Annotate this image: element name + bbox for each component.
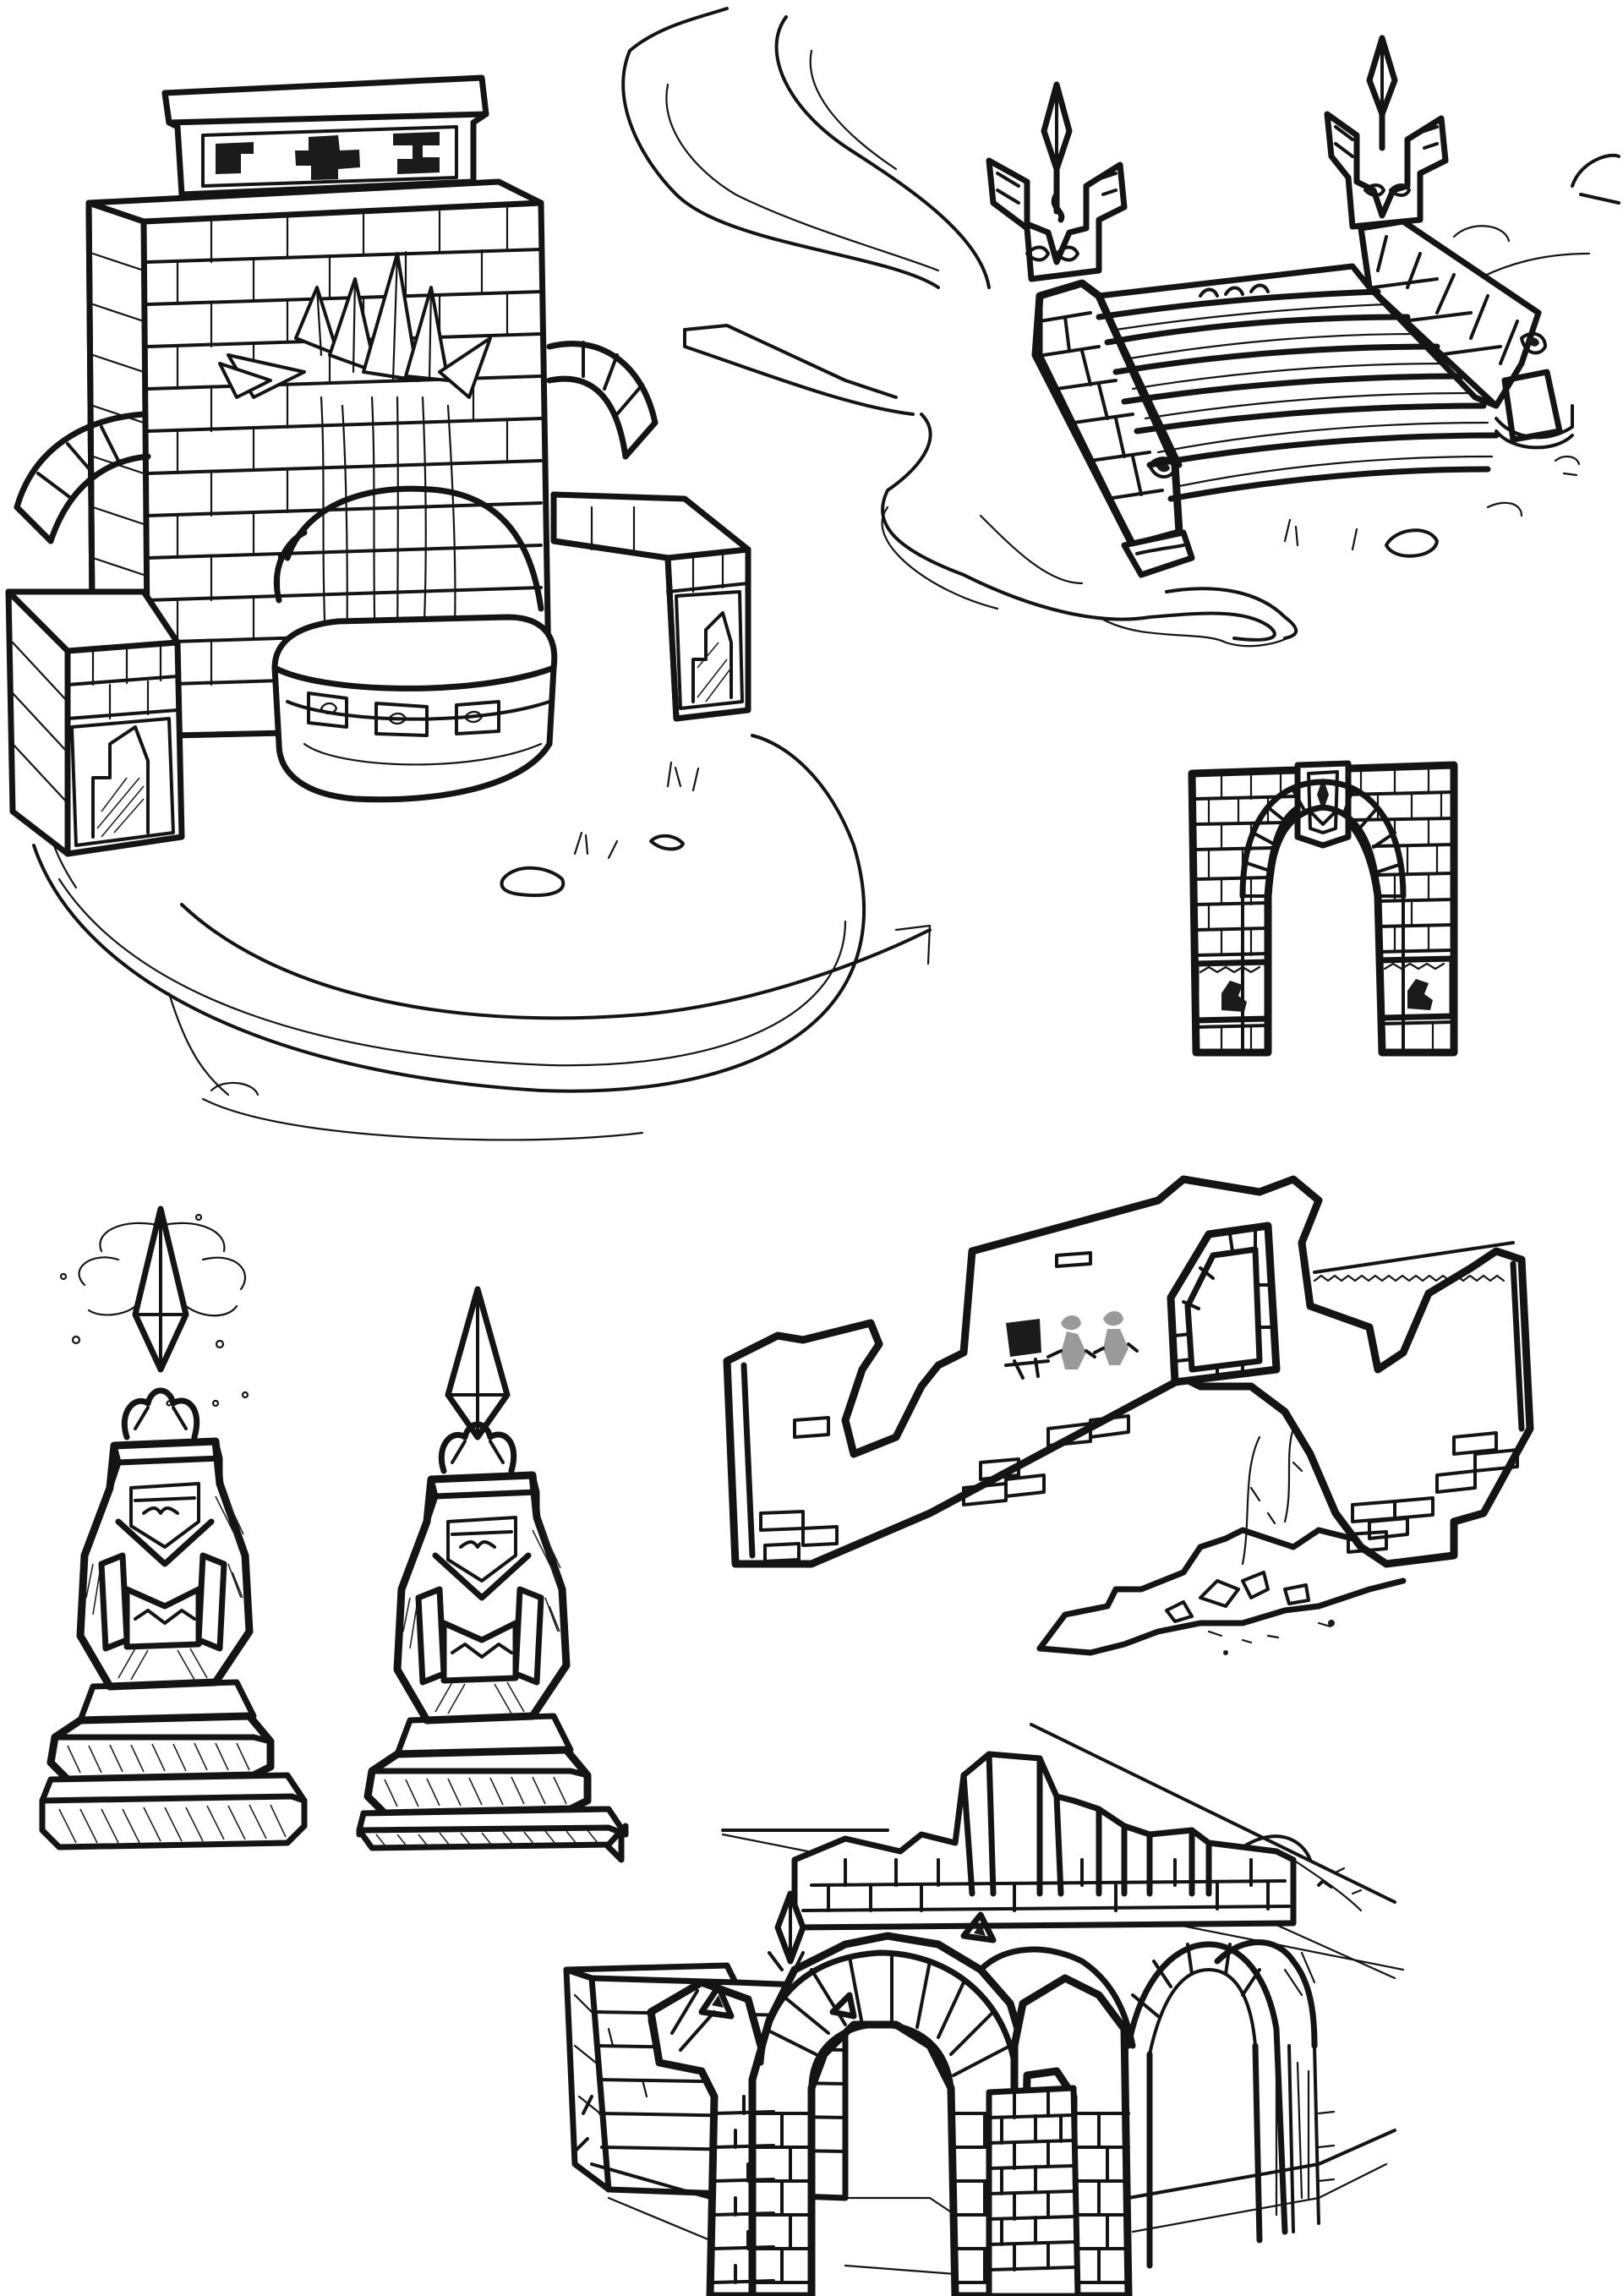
aqueduct-icon: [563, 1723, 1405, 2296]
archway-icon: [1188, 760, 1458, 1057]
crystal-pillar-icon: [39, 1205, 629, 1863]
ruined-wall-icon: [723, 1175, 1534, 1656]
crystal-fountain-icon: [5, 74, 932, 1141]
staircase-icon: [621, 7, 1620, 648]
